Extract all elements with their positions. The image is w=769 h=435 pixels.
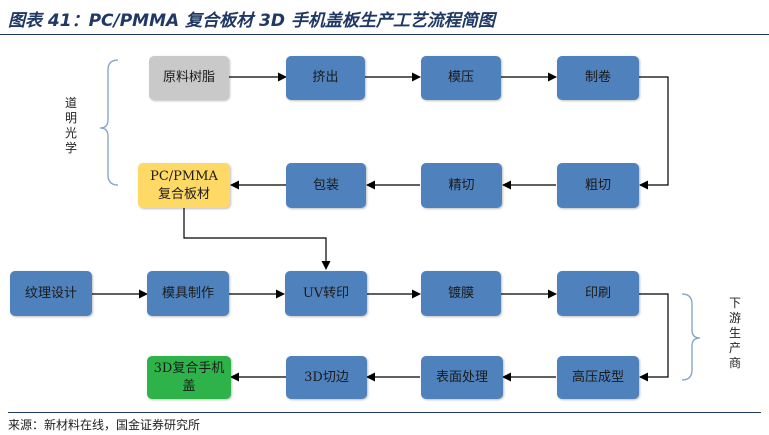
node-fine-cut: 精切	[421, 163, 502, 208]
downstream-label: 下游生产商	[728, 296, 741, 370]
node-packing: 包装	[286, 163, 366, 208]
node-3d-cutting: 3D切边	[286, 356, 367, 399]
upstream-label: 道明光学	[64, 96, 77, 155]
node-coating: 镀膜	[421, 271, 501, 316]
upstream-brace	[99, 59, 119, 186]
node-rough-cut: 粗切	[557, 163, 639, 208]
node-finished-cover: 3D复合手机盖	[147, 356, 231, 399]
node-extrusion: 挤出	[286, 56, 365, 100]
source-footer: 来源：新材料在线，国金证券研究所	[8, 412, 761, 433]
arrow-coiling-to-roughcut	[639, 76, 669, 190]
node-mold-making: 模具制作	[147, 271, 229, 316]
title-bar: 图表 41：PC/PMMA 复合板材 3D 手机盖板生产工艺流程简图	[0, 0, 769, 35]
source-text: 来源：新材料在线，国金证券研究所	[8, 418, 201, 432]
page-title: 图表 41：PC/PMMA 复合板材 3D 手机盖板生产工艺流程简图	[8, 11, 495, 31]
node-texture-design: 纹理设计	[10, 271, 92, 316]
node-printing: 印刷	[557, 271, 639, 316]
node-composite-sheet: PC/PMMA复合板材	[138, 163, 230, 208]
node-surface-treatment: 表面处理	[421, 356, 503, 399]
downstream-brace	[681, 293, 701, 381]
node-molding-press: 模压	[421, 56, 501, 100]
arrow-sheet-to-uv	[183, 208, 331, 270]
node-high-pressure-forming: 高压成型	[557, 356, 639, 399]
node-uv-transfer: UV转印	[285, 271, 367, 316]
arrow-printing-to-forming	[639, 293, 669, 382]
node-coiling: 制卷	[557, 56, 639, 100]
node-raw-resin: 原料树脂	[149, 56, 229, 100]
